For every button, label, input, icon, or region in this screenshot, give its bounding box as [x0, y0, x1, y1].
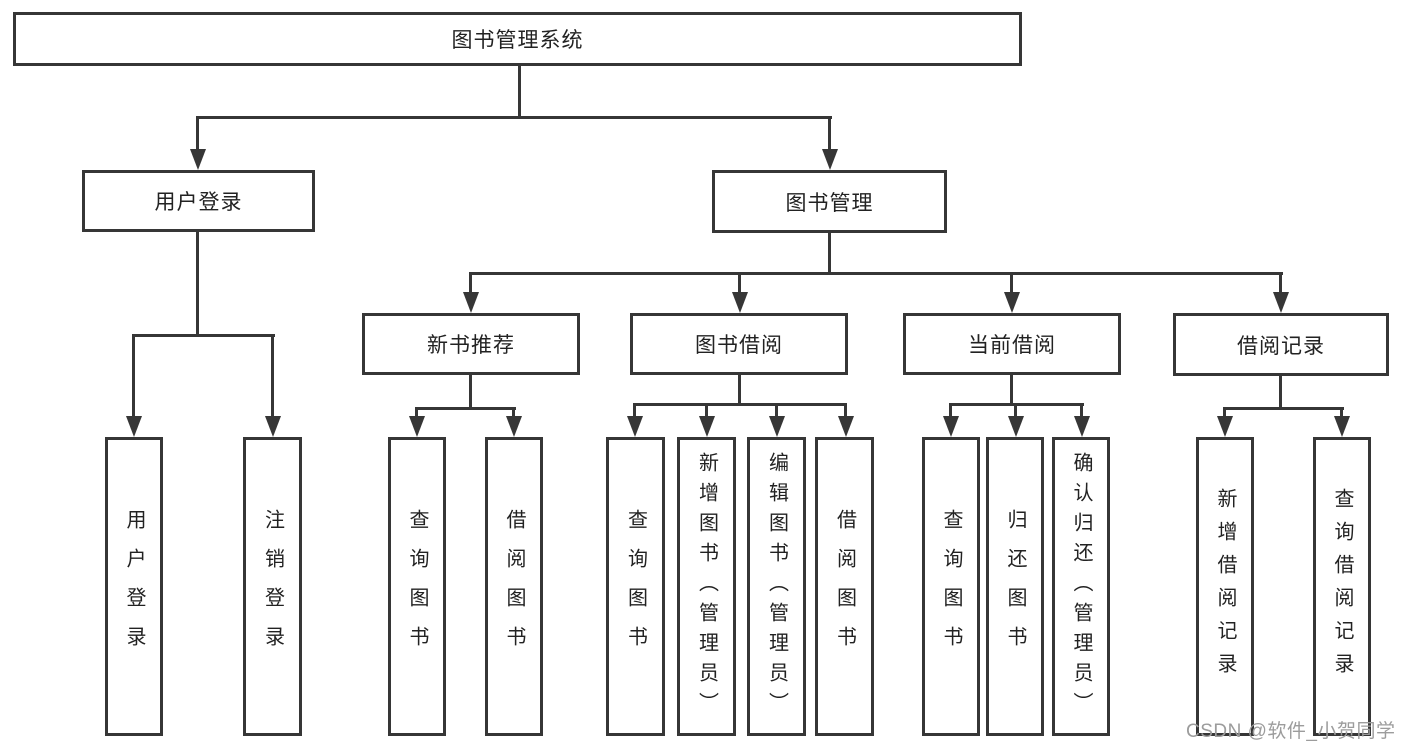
connector-vline [469, 273, 472, 297]
connector-hline [633, 403, 847, 406]
connector-vline [196, 232, 199, 336]
node-book-borrow: 图书借阅 [630, 313, 848, 375]
leaf-recommend-borrow-book: 借阅图书 [485, 437, 543, 736]
leaf-current-return-book: 归还图书 [986, 437, 1044, 736]
leaf-logout: 注销登录 [243, 437, 302, 736]
connector-vline [271, 335, 274, 421]
leaf-recommend-query-book: 查询图书 [388, 437, 446, 736]
arrowhead-down [838, 416, 854, 437]
connector-vline [1279, 376, 1282, 409]
connector-vline [633, 404, 636, 421]
connector-vline [469, 375, 472, 409]
node-user-login: 用户登录 [82, 170, 315, 232]
leaf-borrow-query-book: 查询图书 [606, 437, 665, 736]
leaf-records-query-record: 查询借阅记录 [1313, 437, 1371, 736]
arrowhead-down [699, 416, 715, 437]
arrowhead-down [1334, 416, 1350, 437]
connector-vline [132, 335, 135, 421]
arrowhead-down [943, 416, 959, 437]
arrowhead-down [265, 416, 281, 437]
arrowhead-down [732, 292, 748, 313]
node-current-borrow: 当前借阅 [903, 313, 1121, 375]
connector-vline [1010, 375, 1013, 405]
connector-vline [828, 117, 831, 154]
node-new-book-recommend: 新书推荐 [362, 313, 580, 375]
arrowhead-down [506, 416, 522, 437]
connector-hline [1223, 407, 1344, 410]
leaf-records-add-record: 新增借阅记录 [1196, 437, 1254, 736]
node-borrow-records: 借阅记录 [1173, 313, 1389, 376]
connector-vline [1340, 408, 1343, 421]
connector-vline [738, 273, 741, 297]
connector-hline [469, 272, 1283, 275]
arrowhead-down [627, 416, 643, 437]
arrowhead-down [409, 416, 425, 437]
connector-hline [132, 334, 275, 337]
connector-vline [415, 408, 418, 421]
node-library-system: 图书管理系统 [13, 12, 1022, 66]
arrowhead-down [1273, 292, 1289, 313]
node-book-management: 图书管理 [712, 170, 947, 233]
connector-vline [1223, 408, 1226, 421]
arrowhead-down [1217, 416, 1233, 437]
arrowhead-down [1074, 416, 1090, 437]
connector-vline [1080, 404, 1083, 421]
arrowhead-down [463, 292, 479, 313]
connector-vline [512, 408, 515, 421]
connector-vline [1279, 273, 1282, 297]
connector-vline [196, 117, 199, 154]
connector-vline [705, 404, 708, 421]
leaf-current-query-book: 查询图书 [922, 437, 980, 736]
connector-hline [196, 116, 832, 119]
arrowhead-down [769, 416, 785, 437]
leaf-borrow-edit-book-admin: 编辑图书（管理员） [747, 437, 806, 736]
arrowhead-down [1004, 292, 1020, 313]
connector-vline [1014, 404, 1017, 421]
leaf-user-login: 用户登录 [105, 437, 163, 736]
connector-vline [738, 375, 741, 405]
connector-vline [518, 66, 521, 118]
arrowhead-down [822, 149, 838, 170]
leaf-borrow-borrow-book: 借阅图书 [815, 437, 874, 736]
leaf-current-confirm-return-admin: 确认归还（管理员） [1052, 437, 1110, 736]
arrowhead-down [1008, 416, 1024, 437]
watermark: CSDN @软件_小贺同学 [1186, 721, 1396, 742]
arrowhead-down [190, 149, 206, 170]
leaf-borrow-add-book-admin: 新增图书（管理员） [677, 437, 736, 736]
connector-vline [844, 404, 847, 421]
connector-hline [415, 407, 516, 410]
connector-vline [775, 404, 778, 421]
connector-vline [828, 233, 831, 274]
connector-vline [949, 404, 952, 421]
connector-vline [1010, 273, 1013, 297]
arrowhead-down [126, 416, 142, 437]
